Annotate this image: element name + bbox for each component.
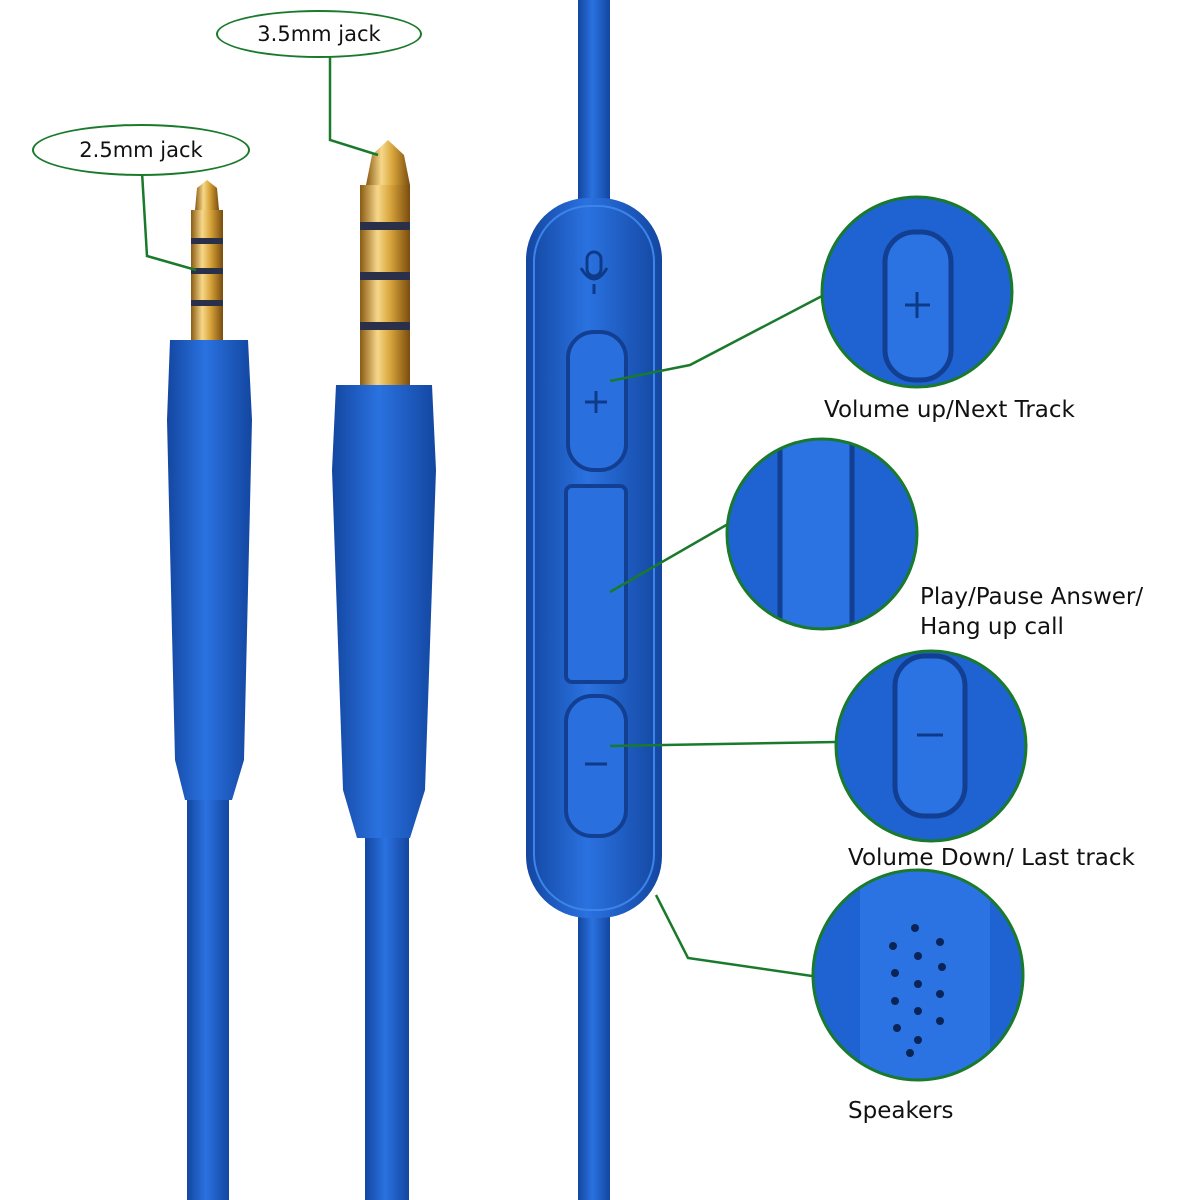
label-3-5mm-jack: 3.5mm jack: [216, 10, 422, 58]
speaker-holes: [889, 924, 946, 1057]
label-speakers: Speakers: [848, 1098, 954, 1124]
plus-icon: [585, 391, 607, 413]
inline-remote: [526, 0, 662, 1200]
zoom-play-pause: [725, 437, 919, 631]
zoom-volume-up: [820, 195, 1014, 389]
label-volume-up: Volume up/Next Track: [824, 397, 1075, 423]
label-play-pause-line2: Hang up call: [920, 614, 1064, 640]
microphone-icon: [579, 250, 609, 294]
label-2-5mm-jack: 2.5mm jack: [32, 124, 250, 176]
jack-3-5mm-plug: [332, 140, 436, 1200]
jack-2-5mm-plug: [167, 180, 252, 1200]
zoom-volume-down: [834, 649, 1028, 843]
label-volume-down: Volume Down/ Last track: [848, 845, 1135, 871]
zoom-speakers: [811, 868, 1025, 1082]
callout-lines: [140, 52, 837, 978]
label-play-pause-line1: Play/Pause Answer/: [920, 584, 1144, 610]
